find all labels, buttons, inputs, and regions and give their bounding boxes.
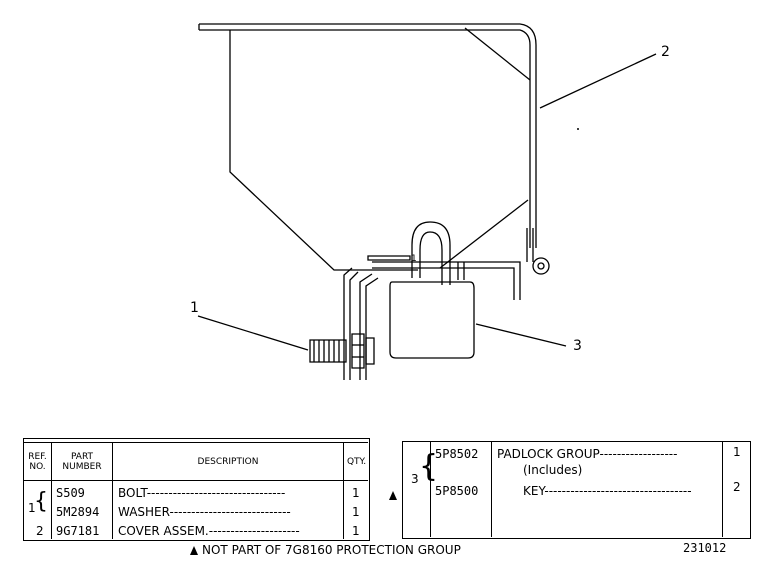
row-qty: 2 (733, 480, 741, 494)
footnote: NOT PART OF 7G8160 PROTECTION GROUP (190, 543, 461, 557)
row-part: 9G7181 (56, 524, 100, 538)
inner-label: 1 (411, 254, 417, 264)
parts-table-right: 3 { 5P8502 PADLOCK GROUP----------------… (402, 441, 751, 539)
row-description: WASHER---------------------------- (118, 505, 291, 519)
ref-brace: { (34, 489, 48, 514)
header-part-number: PART NUMBER (62, 452, 102, 472)
row-part: 5P8500 (435, 484, 479, 498)
not-part-marker-icon (389, 484, 401, 503)
callout-2: 2 (661, 44, 670, 60)
ref-brace: { (419, 449, 439, 484)
row-ref: 1 (28, 501, 36, 515)
parts-table-left: REF. NO. PART NUMBER DESCRIPTION QTY. { … (23, 438, 370, 541)
row-description: COVER ASSEM.--------------------- (118, 524, 300, 538)
row-ref: 2 (36, 524, 44, 538)
row-qty: 1 (352, 524, 360, 538)
row-description: BOLT-------------------------------- (118, 486, 286, 500)
row-qty: 1 (352, 486, 360, 500)
header-description: DESCRIPTION (197, 457, 259, 467)
figure-number: 231012 (683, 541, 727, 555)
row-part: S509 (56, 486, 85, 500)
callout-1: 1 (190, 300, 199, 316)
row-ref: 3 (411, 472, 419, 486)
header-qty: QTY. (346, 457, 367, 467)
footnote-text: NOT PART OF 7G8160 PROTECTION GROUP (202, 543, 461, 557)
row-part: 5M2894 (56, 505, 100, 519)
header-ref-no: REF. NO. (28, 452, 47, 472)
row-description: KEY---------------------------------- (523, 484, 692, 498)
callout-3: 3 (573, 338, 582, 354)
row-description: (Includes) (523, 463, 583, 477)
row-part: 5P8502 (435, 447, 479, 461)
row-qty: 1 (352, 505, 360, 519)
row-description: PADLOCK GROUP------------------ (497, 447, 678, 461)
row-qty: 1 (733, 445, 741, 459)
triangle-icon (190, 546, 198, 555)
